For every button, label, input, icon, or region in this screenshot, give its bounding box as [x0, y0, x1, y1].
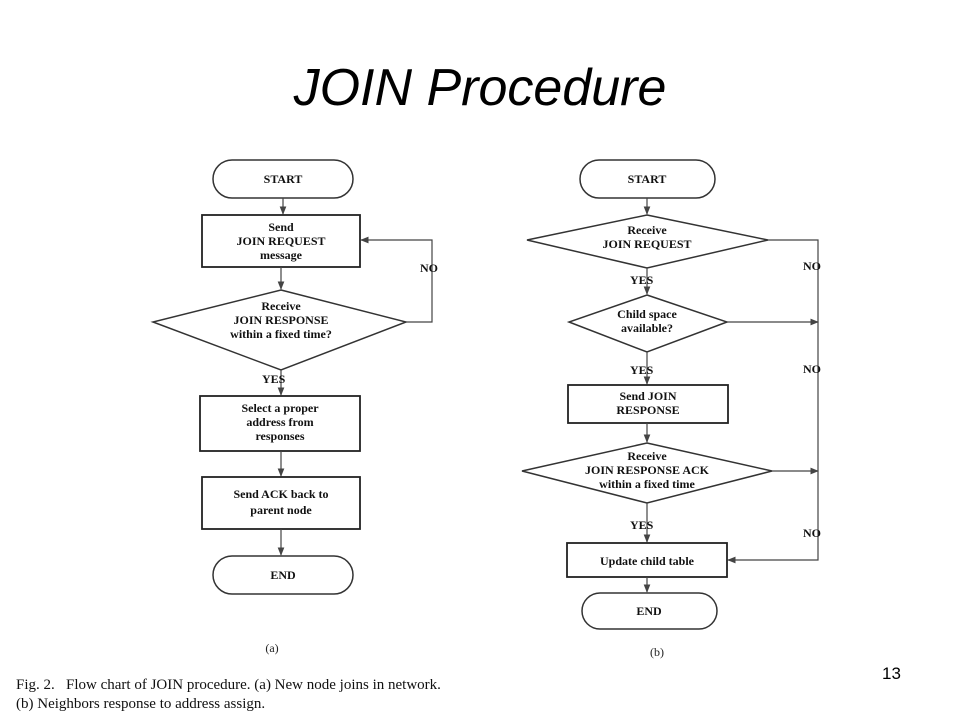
- b-end-terminal: [581, 592, 718, 630]
- b-send-join-response-box: [567, 384, 729, 424]
- a-recv-line2: JOIN RESPONSE: [233, 313, 328, 327]
- b-no-label-3: NO: [803, 526, 821, 540]
- a-recv-line1: Receive: [261, 299, 301, 313]
- b-yes-label-3: YES: [630, 518, 654, 532]
- slide-title: JOIN Procedure: [293, 59, 667, 117]
- a-send-line3: message: [260, 248, 303, 262]
- flowchart-a: START Send JOIN REQUEST message Receive …: [150, 159, 438, 655]
- b-ack-line2: JOIN RESPONSE ACK: [585, 463, 710, 477]
- figure-caption: Fig. 2. Flow chart of JOIN procedure. (a…: [16, 676, 716, 714]
- b-yes-label-1: YES: [630, 273, 654, 287]
- a-no-label: NO: [420, 261, 438, 275]
- a-select-line2: address from: [246, 415, 313, 429]
- b-end-label: END: [636, 604, 662, 618]
- b-start-label: START: [628, 172, 667, 186]
- b-yes-label-2: YES: [630, 363, 654, 377]
- a-select-line1: Select a proper: [241, 401, 319, 415]
- b-cs-line2: available?: [621, 321, 673, 335]
- b-no-label-2: NO: [803, 362, 821, 376]
- a-end-terminal: [212, 555, 354, 595]
- a-sublabel: (a): [265, 641, 278, 655]
- a-recv-line3: within a fixed time?: [230, 327, 332, 341]
- b-no-label-1: NO: [803, 259, 821, 273]
- b-rr-line2: JOIN REQUEST: [602, 237, 691, 251]
- b-update-label: Update child table: [600, 554, 695, 568]
- b-ack-line1: Receive: [627, 449, 667, 463]
- a-send-line1: Send: [268, 220, 294, 234]
- flowchart-b: START Receive JOIN REQUEST NO YES Child …: [521, 159, 821, 659]
- a-select-line3: responses: [255, 429, 304, 443]
- b-cs-line1: Child space: [617, 307, 677, 321]
- caption-line-2: (b) Neighbors response to address assign…: [16, 696, 266, 712]
- page-number: 13: [882, 664, 901, 683]
- a-start-label: START: [264, 172, 303, 186]
- caption-line-1: Fig. 2. Flow chart of JOIN procedure. (a…: [16, 677, 441, 693]
- a-ack-line1: Send ACK back to: [233, 487, 328, 501]
- b-sublabel: (b): [650, 645, 664, 659]
- b-sjr-line1: Send JOIN: [619, 389, 676, 403]
- b-sjr-line2: RESPONSE: [616, 403, 679, 417]
- a-select-address-box: [199, 395, 361, 452]
- a-ack-line2: parent node: [250, 503, 312, 517]
- b-rr-line1: Receive: [627, 223, 667, 237]
- a-send-line2: JOIN REQUEST: [236, 234, 325, 248]
- b-ack-line3: within a fixed time: [599, 477, 695, 491]
- a-end-label: END: [270, 568, 296, 582]
- a-yes-label: YES: [262, 372, 286, 386]
